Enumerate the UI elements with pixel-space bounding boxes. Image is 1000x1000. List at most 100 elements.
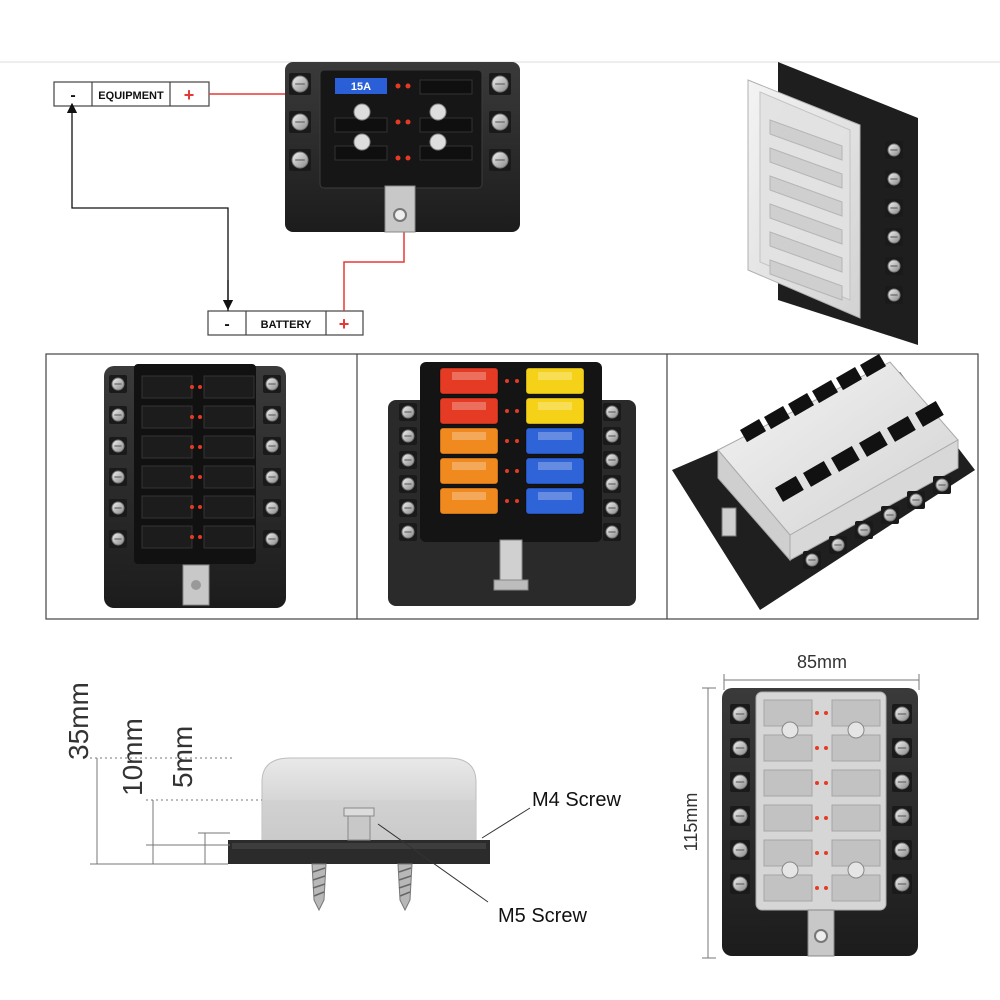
battery-minus-sign: - <box>224 316 229 333</box>
led-indicator <box>505 409 509 413</box>
blade-fuse <box>439 427 499 455</box>
fuse-slot <box>141 465 193 489</box>
equipment-minus-sign: - <box>70 87 75 104</box>
blade-fuse <box>525 367 585 395</box>
led-indicator <box>824 711 828 715</box>
led-indicator <box>824 851 828 855</box>
blade-fuse <box>439 457 499 485</box>
terminal-stud <box>399 427 417 445</box>
led-indicator <box>824 781 828 785</box>
terminal-stud <box>885 257 903 275</box>
terminal-stud <box>289 149 311 171</box>
circuit-label-tag <box>859 354 887 378</box>
angled-cover-view <box>747 62 918 345</box>
mount-screw <box>847 721 865 739</box>
led-indicator <box>198 505 202 509</box>
dim-height-label: 115mm <box>681 793 701 852</box>
terminal-stud <box>885 228 903 246</box>
fuse-15a <box>335 78 387 94</box>
terminal-stud <box>907 491 925 509</box>
led-indicator <box>515 469 519 473</box>
terminal-stud <box>829 536 847 554</box>
fuse-slot <box>141 525 193 549</box>
terminal-stud <box>730 874 750 894</box>
terminal-stud <box>263 437 281 455</box>
led-indicator <box>515 439 519 443</box>
led-indicator <box>405 119 411 125</box>
led-indicator <box>824 746 828 750</box>
battery-label: BATTERY <box>261 319 312 331</box>
led-indicator <box>815 851 819 855</box>
terminal-stud <box>109 530 127 548</box>
led-indicator <box>198 445 202 449</box>
led-indicator <box>815 746 819 750</box>
fuse-slot <box>141 435 193 459</box>
loaded-fuse-block-view <box>388 362 636 606</box>
terminal-stud <box>109 406 127 424</box>
fuse-slot <box>203 375 255 399</box>
mount-screw <box>353 133 371 151</box>
terminal-stud <box>263 375 281 393</box>
blade-fuse <box>439 367 499 395</box>
wood-screw-right <box>397 863 413 912</box>
terminal-stud <box>263 530 281 548</box>
fuse-row-under-cover <box>769 259 843 301</box>
wood-screw-left <box>311 863 327 912</box>
led-indicator <box>505 499 509 503</box>
dim-5mm-label: 5mm <box>167 726 198 788</box>
fuse-slot <box>203 405 255 429</box>
led-indicator <box>824 816 828 820</box>
fuse-slot <box>763 874 813 902</box>
circuit-label-tag <box>835 367 863 391</box>
fuse-slot <box>419 117 473 133</box>
blade-fuse <box>525 457 585 485</box>
terminal-stud <box>603 403 621 421</box>
terminal-stud <box>933 476 951 494</box>
fuse-slot <box>203 525 255 549</box>
front-dimension-drawing: 85mm 115mm <box>681 652 920 959</box>
fuse-slot <box>141 405 193 429</box>
terminal-stud <box>885 141 903 159</box>
terminal-stud <box>109 499 127 517</box>
fuse-slot <box>419 79 473 95</box>
fuse-slot <box>831 769 881 797</box>
fuse-slot <box>763 804 813 832</box>
terminal-stud <box>892 840 912 860</box>
terminal-stud <box>399 403 417 421</box>
led-indicator <box>824 886 828 890</box>
led-indicator <box>395 119 401 125</box>
led-indicator <box>190 385 194 389</box>
terminal-stud <box>489 73 511 95</box>
equipment-plus-sign: + <box>184 85 195 105</box>
led-indicator <box>395 155 401 161</box>
terminal-stud <box>603 475 621 493</box>
led-indicator <box>198 415 202 419</box>
terminal-stud <box>109 468 127 486</box>
side-dimension-drawing: 35mm 10mm 5mm M4 Screw M5 Screw <box>63 682 621 927</box>
led-indicator <box>815 711 819 715</box>
led-indicator <box>515 409 519 413</box>
terminal-stud <box>892 772 912 792</box>
wiring-diagram: - EQUIPMENT + - BATTERY + 15A <box>53 62 520 336</box>
terminal-stud <box>885 199 903 217</box>
fuse-row-under-cover <box>769 231 843 273</box>
circuit-label-tag <box>915 401 944 427</box>
fuse-slot <box>763 699 813 727</box>
terminal-stud <box>730 806 750 826</box>
fuse-slot <box>763 839 813 867</box>
fuse-rating-label: 15A <box>351 81 371 93</box>
fuse-slot <box>763 734 813 762</box>
terminal-stud <box>399 451 417 469</box>
led-indicator <box>198 385 202 389</box>
circuit-label-tag <box>803 461 832 487</box>
fuse-slot <box>831 804 881 832</box>
led-indicator <box>190 475 194 479</box>
terminal-stud <box>885 170 903 188</box>
mount-screw <box>429 103 447 121</box>
led-indicator <box>190 445 194 449</box>
led-indicator <box>505 379 509 383</box>
led-indicator <box>190 505 194 509</box>
terminal-stud <box>603 499 621 517</box>
dim-10mm-label: 10mm <box>117 718 148 796</box>
terminal-stud <box>730 772 750 792</box>
